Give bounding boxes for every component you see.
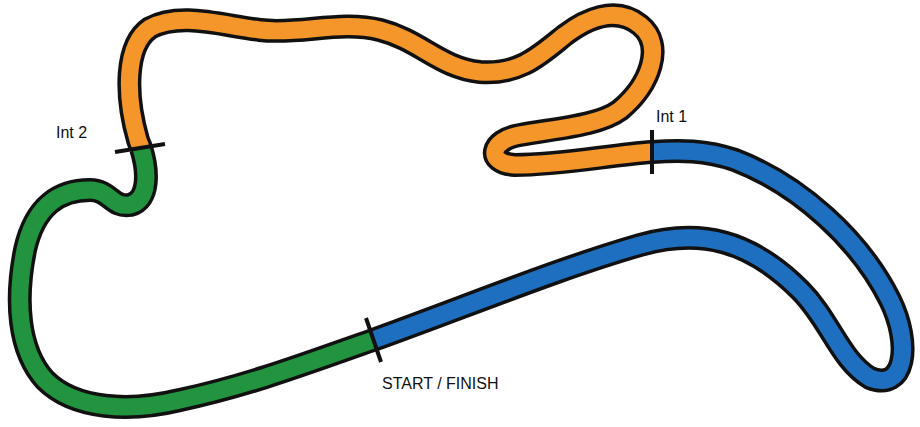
start-finish-label: START / FINISH xyxy=(382,375,498,393)
intermediate-label: Int 1 xyxy=(656,108,687,126)
intermediate-label: Int 2 xyxy=(56,124,87,142)
